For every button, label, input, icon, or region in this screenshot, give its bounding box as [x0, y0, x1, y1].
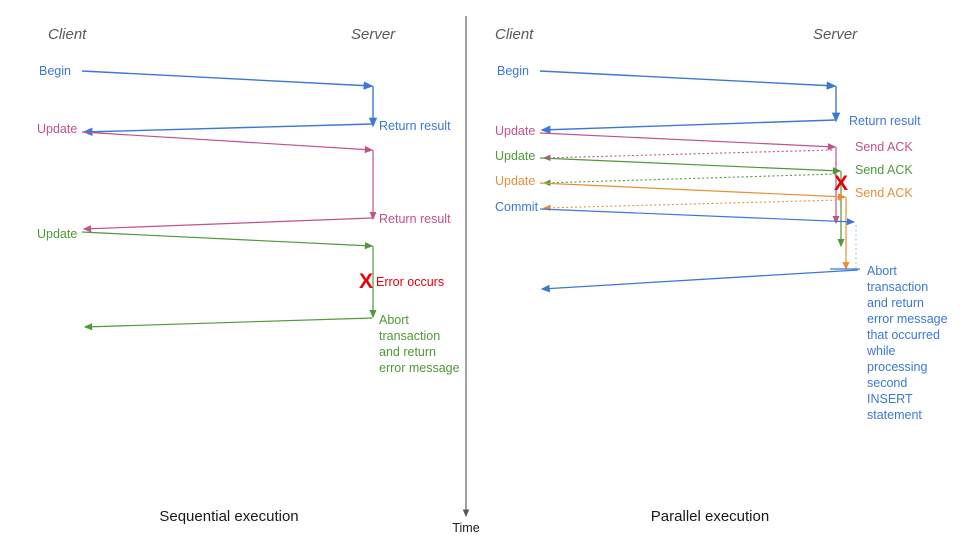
- sequential-result-note-line-3: error message: [379, 361, 460, 375]
- parallel-result-note-line-2: and return: [867, 296, 924, 310]
- parallel-message-label-update-green: Update: [495, 149, 535, 163]
- parallel-ack-arrow-pink: [542, 149, 833, 162]
- sequential-message-label-update-pink: Update: [37, 122, 77, 136]
- parallel-ack-arrow-orange: [542, 199, 842, 212]
- parallel-arrow-return-result: [540, 119, 836, 134]
- parallel-arrow-commit: [539, 208, 856, 226]
- time-axis-label: Time: [452, 521, 479, 535]
- parallel-message-label-return-result: Return result: [849, 114, 921, 128]
- sequential-message-label-return-result-pink: Return result: [379, 212, 451, 226]
- parallel-arrow-update-orange: [539, 182, 847, 201]
- parallel-result-note-line-5: while: [866, 344, 896, 358]
- sequential-arrow-update-green: [81, 231, 374, 250]
- sequential-server-lane-title: Server: [351, 26, 396, 43]
- parallel-result-note-line-6: processing: [867, 360, 927, 374]
- sequential-error-label: Error occurs: [376, 275, 444, 289]
- parallel-message-label-update-pink: Update: [495, 124, 535, 138]
- parallel-server-lane-title: Server: [813, 26, 858, 43]
- sequential-message-label-update-green: Update: [37, 227, 77, 241]
- sequential-arrow-return-result-pink: [82, 217, 373, 233]
- parallel-message-label-begin: Begin: [497, 64, 529, 78]
- parallel-message-label-send-ack-orange: Send ACK: [855, 186, 913, 200]
- parallel-result-note-line-7: second: [867, 376, 907, 390]
- sequential-client-lane-title: Client: [48, 26, 87, 43]
- parallel-result-note-line-9: statement: [867, 408, 922, 422]
- sequential-message-label-return-result-blue: Return result: [379, 119, 451, 133]
- parallel-result-note-line-0: Abort: [867, 264, 897, 278]
- time-axis: Time: [452, 16, 480, 535]
- sequential-error-x-icon: X: [359, 270, 373, 293]
- panel-parallel: Client Server Begin Return result Update…: [495, 26, 948, 525]
- parallel-result-note-line-4: that occurred: [867, 328, 940, 342]
- sequential-result-note-line-1: transaction: [379, 329, 440, 343]
- parallel-ack-arrow-green: [542, 173, 837, 187]
- sequential-arrow-return-result-blue: [82, 123, 373, 136]
- parallel-result-note-line-3: error message: [867, 312, 948, 326]
- parallel-result-note-line-8: INSERT: [867, 392, 913, 406]
- parallel-arrow-update-pink: [539, 132, 837, 151]
- sequential-arrow-begin: [81, 70, 374, 90]
- sequential-result-note-line-2: and return: [379, 345, 436, 359]
- parallel-arrow-abort-return: [540, 269, 859, 293]
- parallel-error-x-icon: X: [834, 172, 848, 195]
- parallel-caption: Parallel execution: [651, 508, 769, 525]
- parallel-message-label-commit: Commit: [495, 200, 539, 214]
- parallel-message-label-send-ack-pink: Send ACK: [855, 140, 913, 154]
- parallel-message-label-send-ack-green: Send ACK: [855, 163, 913, 177]
- sequential-arrow-abort-green: [83, 317, 373, 331]
- parallel-client-lane-title: Client: [495, 26, 534, 43]
- parallel-result-note-line-1: transaction: [867, 280, 928, 294]
- sequential-result-note-line-0: Abort: [379, 313, 409, 327]
- sequential-arrow-update-pink: [81, 131, 374, 154]
- sequential-message-label-begin: Begin: [39, 64, 71, 78]
- parallel-arrow-update-green: [539, 157, 842, 175]
- parallel-arrow-begin: [539, 70, 837, 90]
- sequential-caption: Sequential execution: [159, 508, 298, 525]
- panel-sequential: Client Server Begin Return result Update…: [37, 26, 460, 525]
- parallel-message-label-update-orange: Update: [495, 174, 535, 188]
